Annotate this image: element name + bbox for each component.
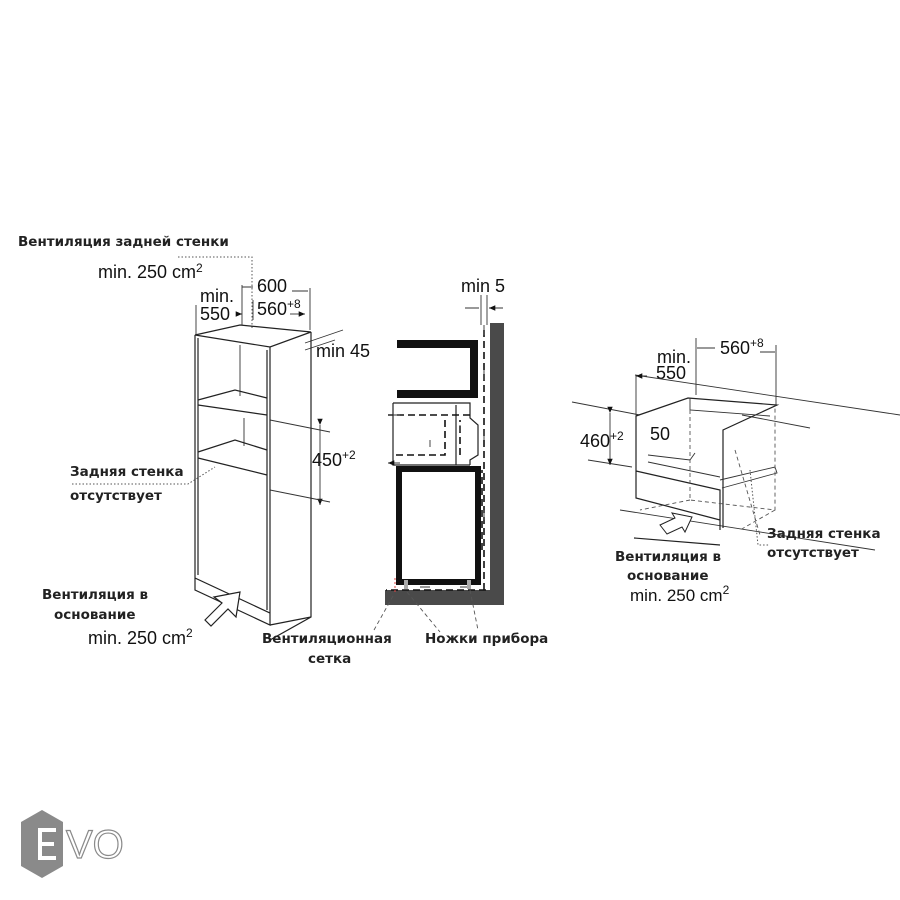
wall-and-floor	[385, 323, 504, 605]
rear-vent-leader	[178, 256, 253, 330]
dim-min-label-right: min.	[657, 347, 691, 367]
dim-560: 560+8	[257, 297, 301, 319]
evo-logo: VO	[21, 810, 124, 878]
rear-vent-area: min. 250 cm2	[98, 261, 203, 282]
dim-min5: min 5	[461, 276, 505, 296]
cabinet-body	[194, 332, 312, 641]
rear-vent-label: Вентиляция задней стенки	[18, 234, 229, 250]
base-vent-line1: Вентиляция в	[42, 587, 148, 603]
dim-550: 550	[200, 304, 230, 324]
dim-560-right: 560+8	[720, 336, 764, 358]
dim-min45: min 45	[316, 341, 370, 361]
no-back-wall-line1: Задняя стенка	[70, 464, 184, 480]
tall-cabinet-diagram: Вентиляция задней стенки min. 250 cm2 60…	[18, 234, 370, 648]
no-back-wall-line1-right: Задняя стенка	[767, 526, 881, 542]
dim-min-label: min.	[200, 286, 234, 306]
dim-460: 460+2	[580, 429, 624, 451]
base-vent-line2: основание	[54, 607, 135, 623]
cabinet-top	[194, 324, 312, 348]
feet-label: Ножки прибора	[425, 631, 548, 647]
no-back-wall-line2-right: отсутствует	[767, 545, 859, 561]
oven-body	[396, 466, 481, 585]
base-vent-area-right: min. 250 cm2	[630, 583, 730, 605]
dim-50: 50	[650, 424, 670, 444]
dim-450: 450+2	[312, 448, 356, 470]
dim-600: 600	[257, 276, 287, 296]
section-diagram: min 5 Вентиляционная сетка Ножки прибора	[262, 276, 548, 667]
vent-arrow-icon	[204, 591, 241, 627]
upper-cabinet	[397, 340, 478, 398]
base-vent-area: min. 250 cm2	[88, 626, 193, 648]
vent-grid-line2: сетка	[308, 651, 351, 667]
base-vent-line1-right: Вентиляция в	[615, 549, 721, 565]
base-vent-line2-right: основание	[627, 568, 708, 584]
no-back-wall-line2: отсутствует	[70, 488, 162, 504]
base-vent-arrow-icon	[659, 512, 693, 535]
vent-grid-line1: Вентиляционная	[262, 631, 392, 647]
dim-550-right: 550	[656, 363, 686, 383]
svg-text:VO: VO	[66, 823, 124, 867]
base-cabinet-diagram: min. 550 560+8 460+2 50 Задняя стенка от…	[571, 336, 900, 605]
